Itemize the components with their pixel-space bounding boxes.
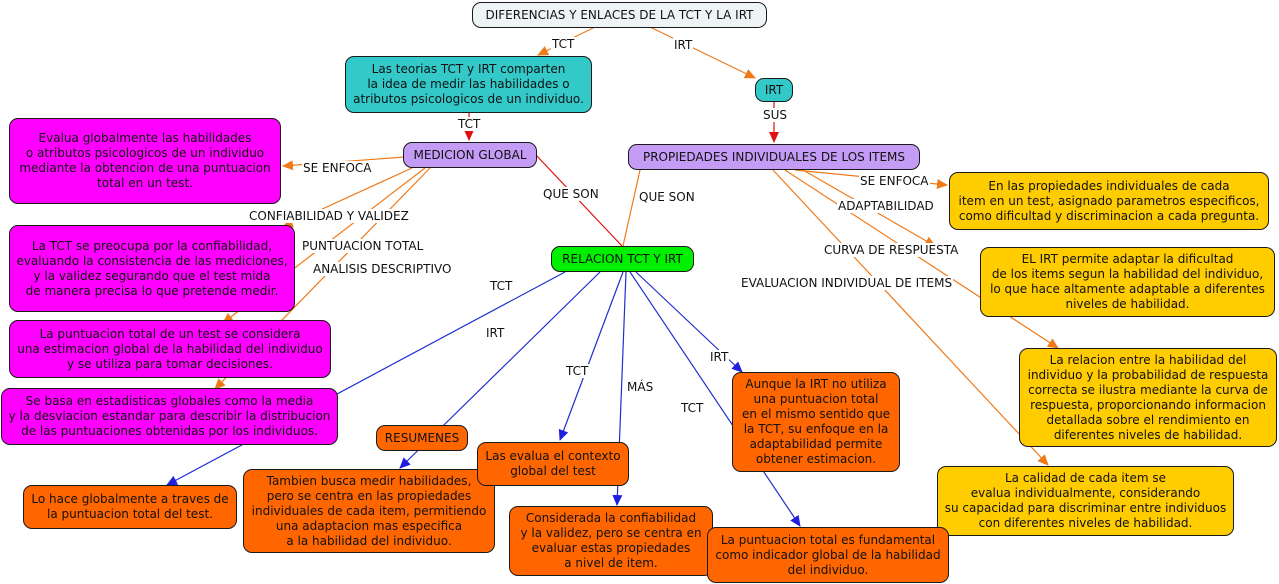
link-relacion-to-contexto	[558, 271, 624, 441]
link-label-sus: SUS	[762, 108, 789, 122]
link-label-adaptabilidad: ADAPTABILIDAD	[837, 199, 935, 213]
link-label-rel-tct-2: TCT	[565, 364, 590, 378]
curva-respuesta-node[interactable]: La relacion entre la habilidad del indiv…	[1019, 348, 1277, 447]
link-title-to-irt	[649, 26, 756, 79]
link-label-se-enfoca-left: SE ENFOCA	[302, 161, 373, 175]
tambien-busca-node[interactable]: Tambien busca medir habilidades, pero se…	[243, 469, 495, 553]
globalmente-traves-node[interactable]: Lo hace globalmente a traves de la puntu…	[23, 485, 237, 529]
estadisticas-globales-node[interactable]: Se basa en estadisticas globales como la…	[1, 388, 338, 445]
link-label-curva-respuesta: CURVA DE RESPUESTA	[823, 243, 960, 257]
aunque-irt-node[interactable]: Aunque la IRT no utiliza una puntuacion …	[732, 372, 900, 472]
puntuacion-fundamental-node[interactable]: La puntuacion total es fundamental como …	[707, 527, 949, 583]
link-relacion-to-traves	[166, 271, 566, 486]
link-label-tct-top: TCT	[551, 37, 576, 51]
link-label-rel-irt-1: IRT	[485, 326, 506, 340]
link-label-tct-medicion: TCT	[457, 117, 482, 131]
link-label-rel-irt-2: IRT	[709, 350, 730, 364]
link-label-que-son-right: QUE SON	[638, 190, 696, 204]
confiabilidad-tct-node[interactable]: La TCT se preocupa por la confiabilidad,…	[9, 225, 295, 312]
link-label-puntuacion-total: PUNTUACION TOTAL	[301, 239, 425, 253]
propiedades-definicion-node[interactable]: En las propiedades individuales de cada …	[949, 172, 1269, 230]
link-relacion-to-fundamental	[629, 271, 801, 527]
adaptar-dificultad-node[interactable]: EL IRT permite adaptar la dificultad de …	[980, 247, 1275, 317]
link-propiedades-to-relacion	[622, 169, 641, 247]
relacion-tct-irt-node[interactable]: RELACION TCT Y IRT	[551, 246, 694, 272]
link-propiedades-to-curva	[784, 169, 1059, 349]
link-label-confiabilidad-validez: CONFIABILIDAD Y VALIDEZ	[248, 209, 410, 223]
shared-idea-node[interactable]: Las teorias TCT y IRT comparten la idea …	[345, 56, 592, 113]
contexto-global-node[interactable]: Las evalua el contexto global del test	[477, 442, 629, 486]
medicion-global-node[interactable]: MEDICION GLOBAL	[403, 142, 537, 168]
link-label-rel-mas: MÁS	[626, 380, 655, 394]
propiedades-items-node[interactable]: PROPIEDADES INDIVIDUALES DE LOS ITEMS	[628, 144, 920, 170]
link-label-rel-tct-1: TCT	[489, 279, 514, 293]
evalua-globalmente-node[interactable]: Evalua globalmente las habilidades o atr…	[9, 118, 281, 204]
link-label-analisis-descriptivo: ANALISIS DESCRIPTIVO	[312, 262, 453, 276]
link-label-irt-top: IRT	[673, 38, 694, 52]
link-label-rel-tct-3: TCT	[680, 401, 705, 415]
considerada-node[interactable]: Considerada la confiabilidad y la valide…	[509, 506, 713, 576]
calidad-item-node[interactable]: La calidad de cada item se evalua indivi…	[937, 466, 1234, 536]
irt-node[interactable]: IRT	[755, 78, 793, 102]
link-label-se-enfoca-right: SE ENFOCA	[859, 174, 930, 188]
link-label-evaluacion-individual: EVALUACION INDIVIDUAL DE ITEMS	[740, 276, 954, 290]
link-label-que-son-left: QUE SON	[542, 187, 600, 201]
resumenes-node[interactable]: RESUMENES	[376, 425, 468, 451]
link-propiedades-to-calidad	[772, 169, 1049, 466]
map-title-node[interactable]: DIFERENCIAS Y ENLACES DE LA TCT Y LA IRT	[472, 2, 767, 28]
puntuacion-estimacion-node[interactable]: La puntuacion total de un test se consid…	[9, 320, 331, 378]
